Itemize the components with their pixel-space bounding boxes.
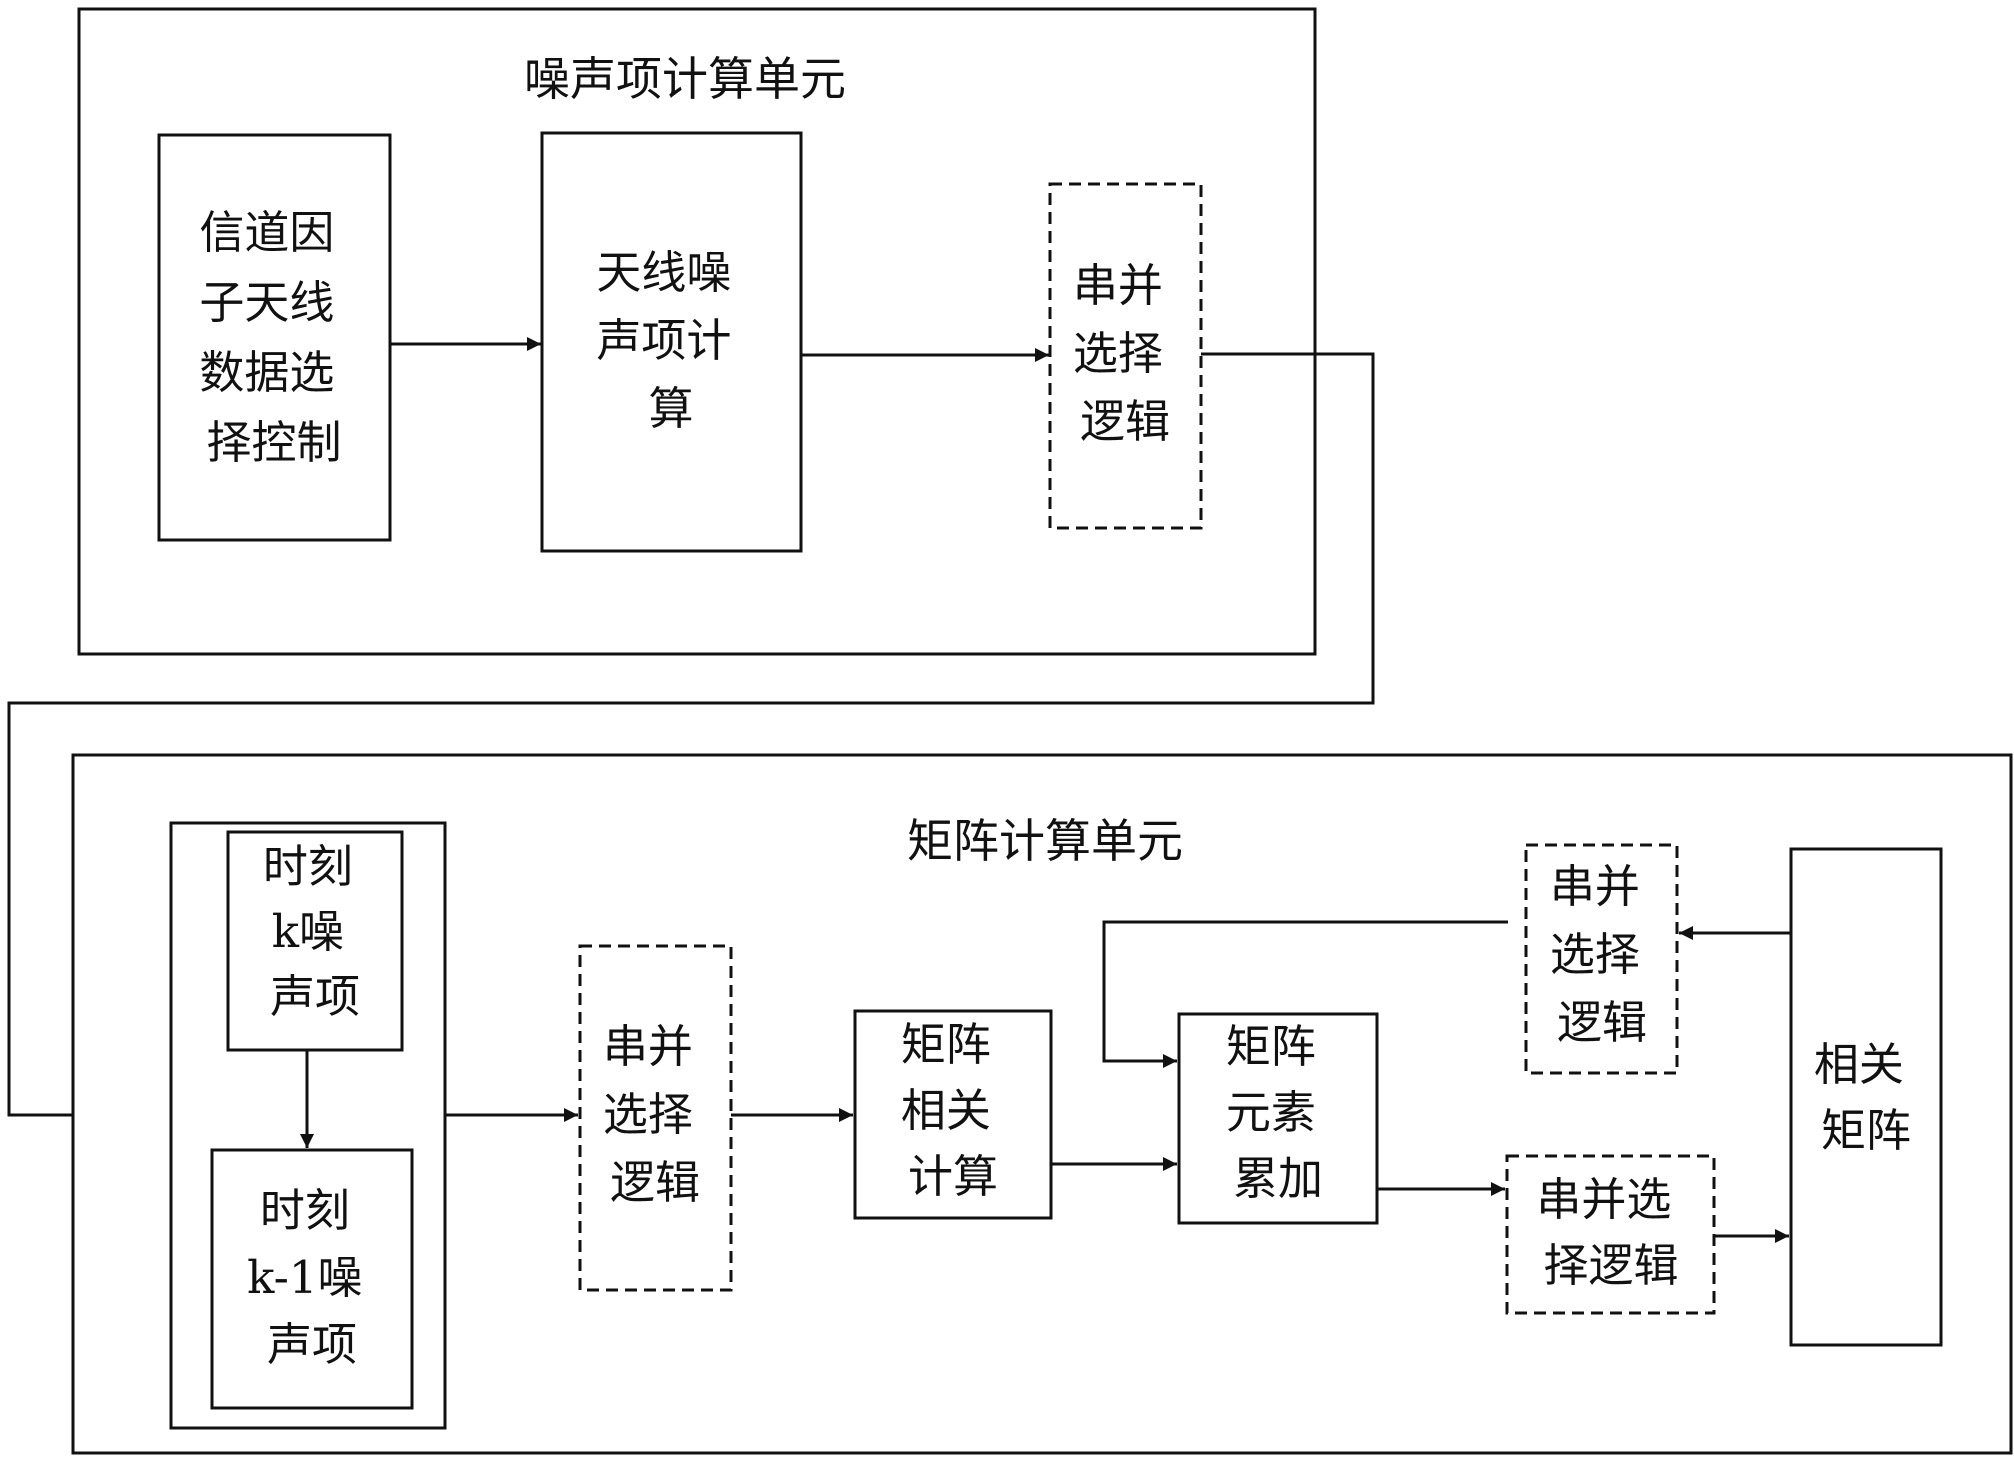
sp-select-label-1: 串并 选择 逻辑 bbox=[1073, 259, 1177, 448]
noise-unit-title: 噪声项计算单元 bbox=[524, 52, 846, 106]
noise-k-label: 时刻 k噪 声项 bbox=[263, 840, 367, 1023]
sp-select-label-3: 串并 选择 逻辑 bbox=[1550, 860, 1654, 1049]
channel-select-block bbox=[159, 135, 390, 540]
matrix-unit-title: 矩阵计算单元 bbox=[907, 814, 1183, 868]
sp-select-label-2: 串并 选择 逻辑 bbox=[603, 1020, 707, 1209]
matrix-corr-label: 矩阵 相关 计算 bbox=[901, 1018, 1005, 1203]
corr-matrix-block bbox=[1791, 849, 1941, 1345]
matrix-accum-label: 矩阵 元素 累加 bbox=[1226, 1020, 1330, 1205]
